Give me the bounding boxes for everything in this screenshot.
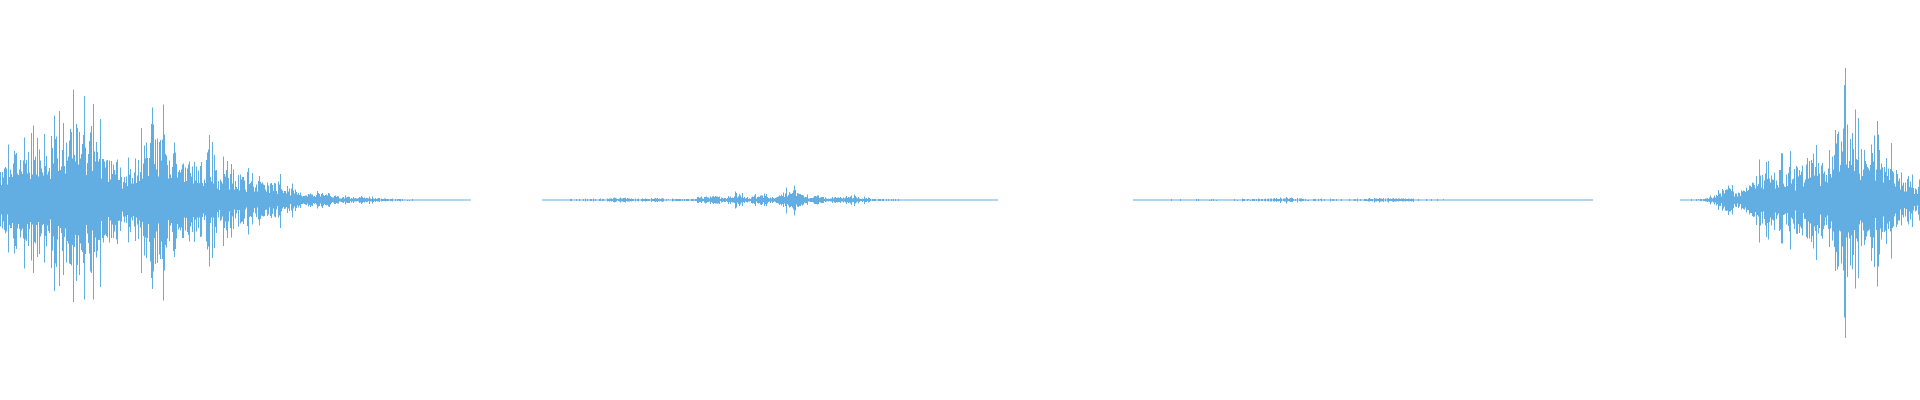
waveform-samples	[0, 67, 1920, 339]
waveform-path	[0, 67, 1920, 339]
